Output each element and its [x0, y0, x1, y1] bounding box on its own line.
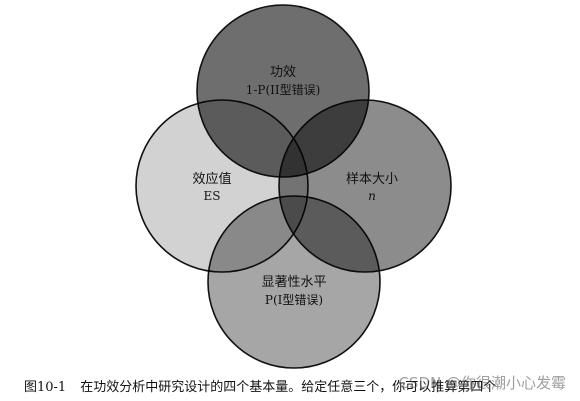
- circles-group: [135, 4, 452, 369]
- watermark-text: CSDN @你很潮小心发霉: [398, 374, 566, 392]
- effect-size-label: 效应值: [192, 171, 231, 187]
- sample-size-label-group: 样本大小 n: [346, 172, 398, 203]
- power-label: 功效: [270, 65, 296, 80]
- significance-circle: [207, 195, 381, 369]
- significance-sublabel: P(I型错误): [265, 293, 323, 307]
- significance-label-group: 显著性水平 P(I型错误): [261, 275, 326, 307]
- sample-size-sublabel: n: [368, 189, 376, 203]
- power-sublabel: 1-P(II型错误): [246, 83, 321, 97]
- effect-size-sublabel: ES: [204, 189, 221, 203]
- significance-label: 显著性水平: [261, 275, 326, 290]
- figure-number: 图10-1: [24, 380, 67, 395]
- figure-caption-text: 在功效分析中研究设计的四个基本量。给定任意三个，你可以推算第四个: [80, 380, 497, 395]
- sample-size-label: 样本大小: [346, 172, 398, 187]
- power-circle: [196, 4, 370, 178]
- effect-size-label-group: 效应值 ES: [192, 171, 231, 203]
- figure-caption: 图10-1 在功效分析中研究设计的四个基本量。给定任意三个，你可以推算第四个: [24, 376, 564, 395]
- power-label-group: 功效 1-P(II型错误): [246, 65, 321, 97]
